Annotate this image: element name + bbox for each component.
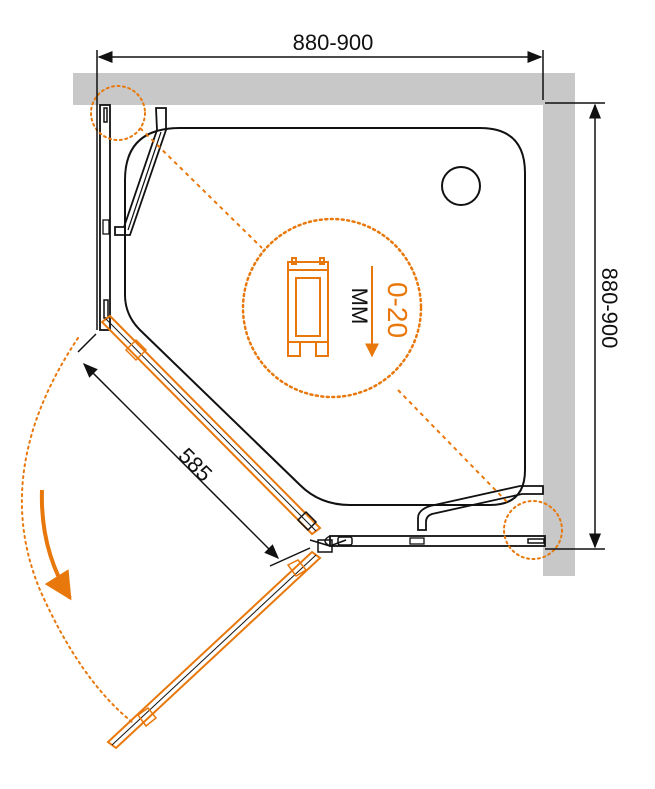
right-dimension: 880-900 (545, 102, 622, 550)
door-hinge (309, 539, 347, 553)
open-door-panel (106, 550, 322, 750)
profile-detail-icon (287, 257, 329, 357)
right-dimension-label: 880-900 (597, 268, 622, 349)
bottom-stabilizer-bar (417, 485, 544, 531)
left-fixed-panel (99, 104, 111, 331)
adjustment-unit-label: MM (347, 288, 372, 325)
door-swing-arc (20, 337, 133, 723)
left-stabilizer-bar (114, 107, 167, 236)
bottom-fixed-panel (324, 535, 546, 547)
detail-circle-top-left (90, 85, 146, 141)
walls (73, 73, 575, 576)
detail-circle-bottom-right (503, 500, 563, 560)
detail-callout: 0-20 MM (90, 85, 563, 560)
right-wall (543, 73, 575, 576)
shower-tray-inner (124, 127, 526, 506)
door-width-label: 585 (173, 443, 217, 487)
drain-icon (441, 166, 481, 206)
top-wall (73, 73, 575, 105)
top-dimension-label: 880-900 (293, 30, 374, 55)
swing-direction-arrow (39, 489, 72, 601)
top-dimension: 880-900 (96, 30, 544, 330)
adjustment-range-label: 0-20 (382, 282, 413, 338)
